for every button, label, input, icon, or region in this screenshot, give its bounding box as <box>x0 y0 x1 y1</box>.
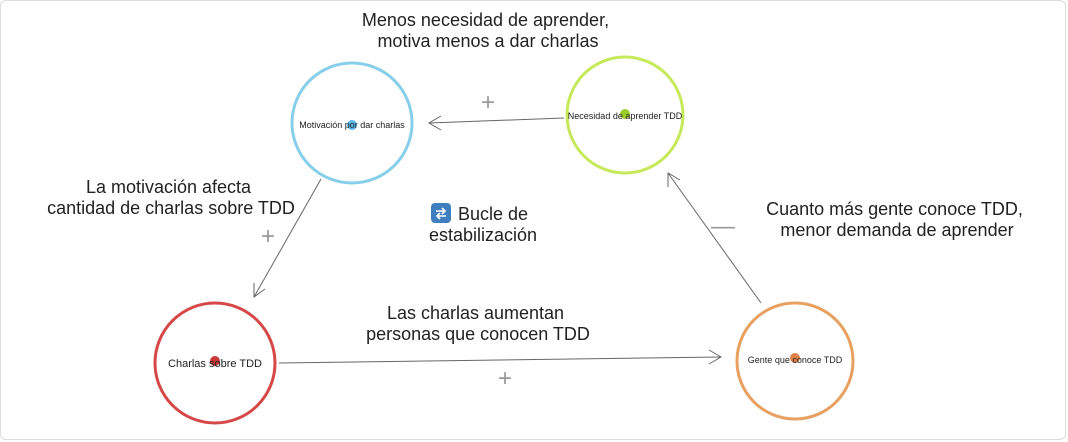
node-label: Gente que conoce TDD <box>748 355 843 365</box>
node-gente[interactable]: Gente que conoce TDD <box>735 301 855 421</box>
edge-necesidad-to-motivacion <box>428 115 565 131</box>
edge-line <box>278 356 722 364</box>
sign-motivacion-charlas: + <box>261 223 275 250</box>
sign-gente-necesidad: — <box>711 213 735 240</box>
edge-label-charlas-gente: Las charlas aumentan personas que conoce… <box>366 303 590 344</box>
node-dot <box>210 356 220 366</box>
node-motivacion[interactable]: Motivación por dar charlas <box>290 61 414 185</box>
sign-necesidad-motivacion: + <box>481 89 495 116</box>
node-dot <box>347 120 357 130</box>
node-necesidad[interactable]: Necesidad de aprender TDD <box>565 55 685 175</box>
sign-charlas-gente: + <box>498 365 512 392</box>
edge-line <box>253 178 322 298</box>
edge-motivacion-to-charlas <box>253 178 322 298</box>
node-label: Motivación por dar charlas <box>299 120 405 130</box>
edge-label-motivacion-charlas: La motivación afecta cantidad de charlas… <box>47 177 295 218</box>
edge-label-gente-necesidad: Cuanto más gente conoce TDD, menor deman… <box>766 199 1028 240</box>
edge-line <box>428 117 565 124</box>
edge-line <box>667 172 762 304</box>
node-dot <box>620 109 630 119</box>
arrowhead <box>667 172 681 187</box>
loop-label-line-1: Bucle de <box>458 204 528 224</box>
node-label: Charlas sobre TDD <box>168 358 262 370</box>
node-dot <box>790 353 800 363</box>
repeat-icon <box>431 203 451 223</box>
arrowhead <box>428 115 442 131</box>
arrowhead <box>708 349 722 365</box>
arrowhead <box>253 283 266 298</box>
loop-label: Bucle de estabilización <box>429 203 537 245</box>
edge-label-necesidad-motivacion: Menos necesidad de aprender, motiva meno… <box>362 10 614 51</box>
loop-label-line-2: estabilización <box>429 225 537 245</box>
edge-charlas-to-gente <box>278 349 722 365</box>
edge-gente-to-necesidad <box>667 172 762 304</box>
node-charlas[interactable]: Charlas sobre TDD <box>153 301 277 425</box>
node-label: Necesidad de aprender TDD <box>568 111 683 121</box>
